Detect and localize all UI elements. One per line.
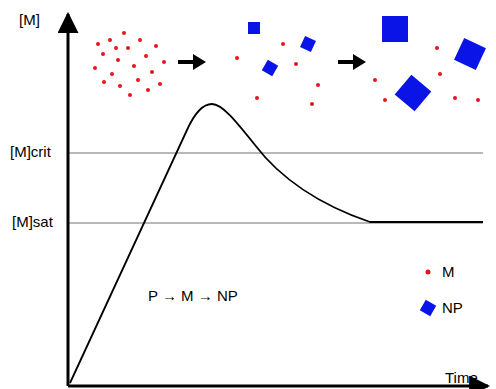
legend-text: M	[442, 264, 455, 281]
crit-line	[68, 152, 483, 154]
y-axis-label: [M]	[19, 12, 40, 29]
x-axis	[68, 385, 488, 388]
legend-swatch	[418, 298, 438, 318]
growth-stage	[373, 16, 486, 111]
legend-swatch	[418, 262, 438, 282]
sat-level-label: [M]sat	[12, 214, 53, 231]
monomer-cluster	[93, 31, 166, 97]
stage-arrow	[338, 54, 366, 70]
nucleation-stage	[235, 22, 320, 106]
concentration-curve	[70, 104, 483, 383]
legend-text: NP	[442, 300, 463, 317]
y-axis	[67, 14, 70, 386]
reaction-scheme: P → M → NP	[148, 288, 238, 305]
x-axis-label: Time	[445, 370, 478, 387]
crit-level-label: [M]crit	[10, 144, 51, 161]
stage-arrow	[178, 54, 206, 70]
